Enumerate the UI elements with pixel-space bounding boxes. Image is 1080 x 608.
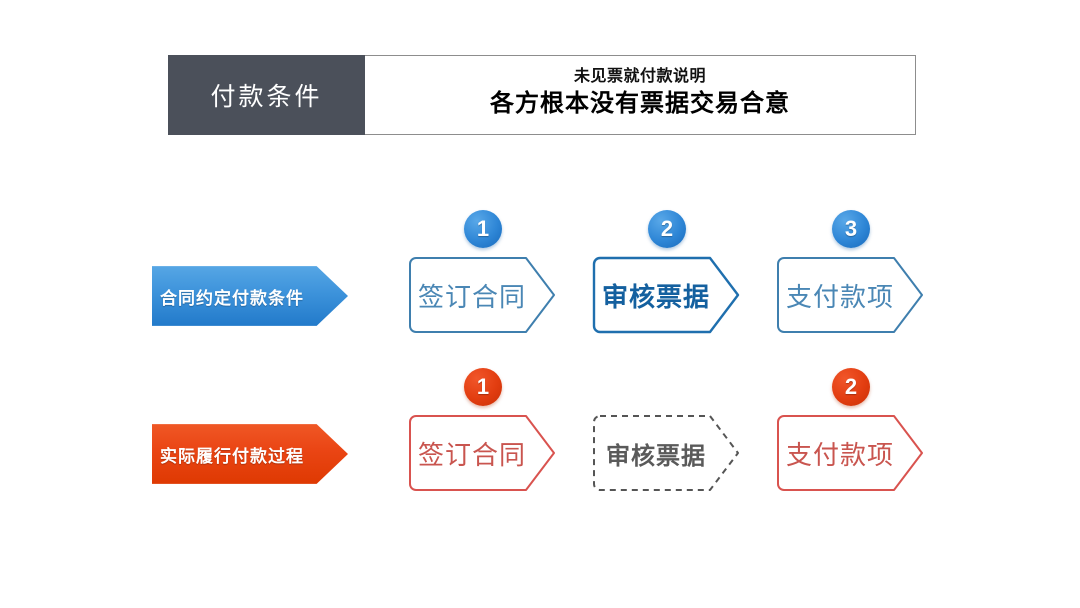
header-main-title: 各方根本没有票据交易合意 [490,91,790,118]
header-left-block: 付款条件 [168,55,365,135]
step-chevron-review-bill-skipped[interactable]: 审核票据 [592,414,742,492]
step-badge-2: 2 [832,368,870,406]
header-subtitle: 未见票就付款说明 [573,68,706,86]
chevron-outline-icon [409,415,555,491]
row-label-contract[interactable]: 合同约定付款条件 [152,266,348,326]
step-badge-2: 2 [648,210,686,248]
step-chevron-make-payment[interactable]: 支付款项 [776,256,926,334]
row-label-actual[interactable]: 实际履行付款过程 [152,424,348,484]
step-chevron-review-bill[interactable]: 审核票据 [592,256,742,334]
header-left-title: 付款条件 [210,84,323,111]
step-chevron-sign-contract[interactable]: 签订合同 [408,256,558,334]
step-chevron-make-payment[interactable]: 支付款项 [776,414,926,492]
step-badge-1: 1 [464,368,502,406]
header-right-block: 未见票就付款说明 各方根本没有票据交易合意 [365,55,916,135]
row-label-text: 合同约定付款条件 [160,288,304,308]
chevron-outline-icon [777,257,923,333]
chevron-outline-icon [409,257,555,333]
chevron-outline-icon [777,415,923,491]
chevron-outline-icon [592,256,740,334]
step-badge-1: 1 [464,210,502,248]
step-chevron-sign-contract[interactable]: 签订合同 [408,414,558,492]
chevron-outline-dashed-icon [593,415,739,491]
row-label-text: 实际履行付款过程 [160,446,304,466]
header-bar: 付款条件 未见票就付款说明 各方根本没有票据交易合意 [168,55,916,135]
step-badge-3: 3 [832,210,870,248]
